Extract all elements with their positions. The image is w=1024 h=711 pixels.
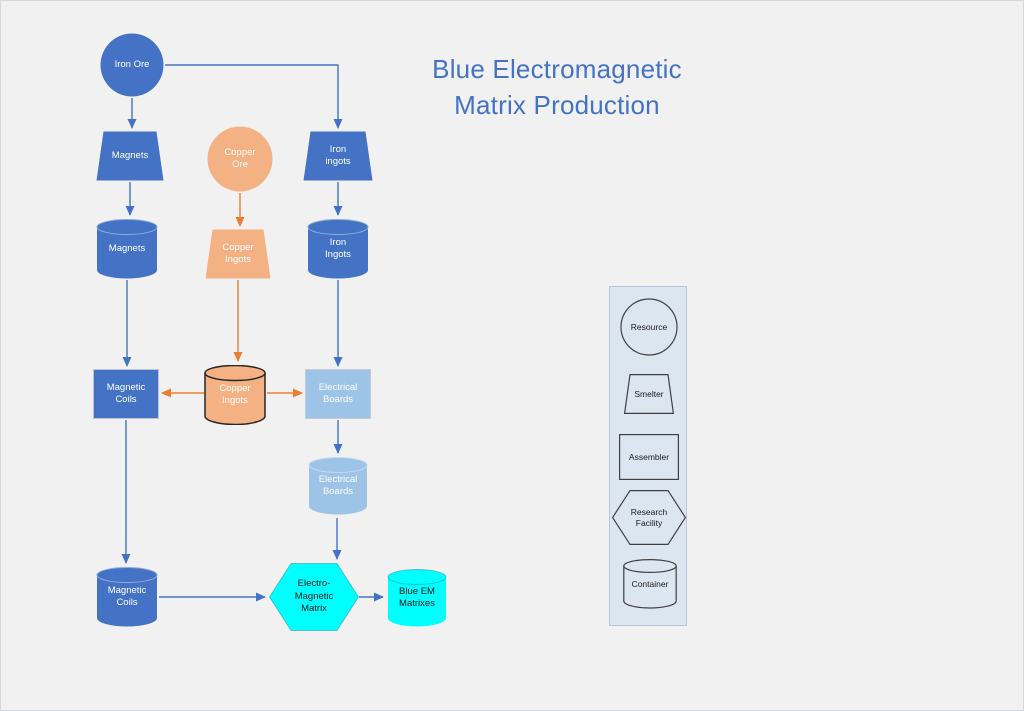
node-electrical-boards-container[interactable]: Electrical Boards	[308, 457, 368, 515]
assembler-rectangle-shape	[619, 434, 679, 480]
node-em-matrix[interactable]: Electro- Magnetic Matrix	[269, 563, 359, 631]
node-electrical-boards-assembler[interactable]: Electrical Boards	[305, 369, 371, 419]
legend-item-research-facility[interactable]: Research Facility	[611, 490, 687, 546]
node-blue-em-container[interactable]: Blue EM Matrixes	[387, 569, 447, 627]
node-magnets-container[interactable]: Magnets	[96, 219, 158, 279]
edge-iron-ore-to-iron-ingots-smelter	[165, 64, 343, 129]
node-iron-ingots-container[interactable]: Iron Ingots	[307, 219, 369, 279]
smelter-trapezoid-shape	[96, 131, 164, 181]
research-facility-hexagon-shape	[269, 563, 359, 631]
container-cylinder-shape	[204, 365, 266, 425]
smelter-trapezoid-shape	[303, 131, 373, 181]
diagram-title: Blue Electromagnetic Matrix Production	[432, 54, 682, 120]
node-label: Magnetic Coils	[106, 381, 146, 406]
container-cylinder-shape	[623, 558, 677, 609]
node-magnetic-coils-assembler[interactable]: Magnetic Coils	[93, 369, 159, 419]
node-copper-ingots-container[interactable]: Copper Ingots	[204, 365, 266, 425]
container-cylinder-shape	[96, 219, 158, 279]
container-cylinder-shape	[307, 219, 369, 279]
legend-item-assembler[interactable]: Assembler	[619, 434, 679, 480]
resource-circle-shape	[100, 33, 164, 97]
resource-circle-shape	[620, 298, 678, 356]
smelter-trapezoid-shape	[205, 229, 271, 279]
node-copper-ore[interactable]: Copper Ore	[207, 126, 273, 192]
node-iron-ore[interactable]: Iron Ore	[100, 33, 164, 97]
node-copper-ingots-smelter[interactable]: Copper Ingots	[205, 229, 271, 279]
legend-item-resource[interactable]: Resource	[620, 298, 678, 356]
smelter-trapezoid-shape	[623, 374, 675, 414]
node-magnetic-coils-container[interactable]: Magnetic Coils	[96, 567, 158, 627]
research-facility-hexagon-shape	[611, 490, 687, 546]
container-cylinder-shape	[387, 569, 447, 627]
node-magnets-smelter[interactable]: Magnets	[96, 131, 164, 181]
legend-item-smelter[interactable]: Smelter	[623, 374, 675, 414]
node-iron-ingots-smelter[interactable]: Iron ingots	[303, 131, 373, 181]
container-cylinder-shape	[308, 457, 368, 515]
container-cylinder-shape	[96, 567, 158, 627]
node-label: Electrical Boards	[318, 381, 358, 406]
resource-circle-shape	[207, 126, 273, 192]
legend-panel: Resource Smelter Assembler Research Faci…	[609, 286, 687, 626]
legend-item-container[interactable]: Container	[623, 558, 677, 609]
